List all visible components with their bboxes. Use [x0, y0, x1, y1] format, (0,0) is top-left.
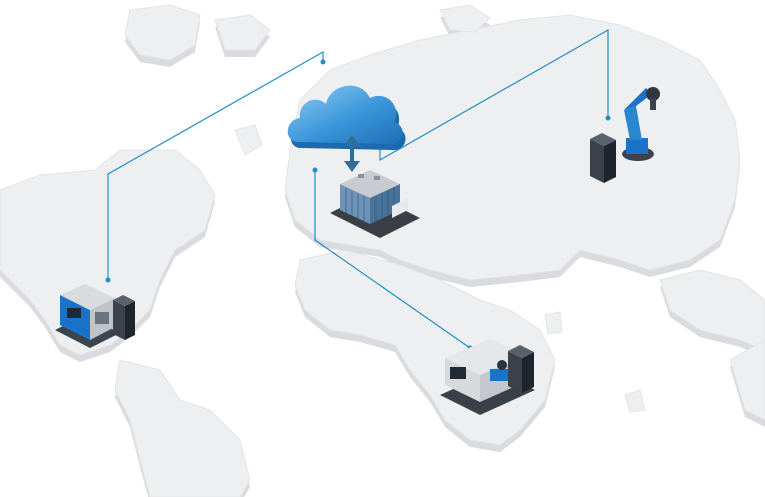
island-land: [624, 389, 646, 413]
connector-cloud-hq: [314, 170, 471, 349]
server-tower-icon: [590, 133, 616, 183]
sync-arrow-icon: [344, 135, 360, 172]
arctic-island-land: [439, 4, 491, 33]
server-tower-icon: [508, 345, 534, 393]
connector-endpoint-dot: [605, 115, 611, 121]
asia-site: [590, 87, 660, 183]
robot-arm-icon: [622, 87, 660, 161]
greenland-land: [124, 4, 201, 61]
americas-site: [55, 284, 135, 348]
connector-endpoint-dot: [105, 277, 111, 283]
arctic-island-land: [214, 14, 271, 51]
africa-site: [440, 339, 535, 415]
cnc-machine-icon: [55, 284, 120, 348]
connector-endpoint-dot: [312, 167, 318, 173]
server-tower-icon: [113, 295, 135, 340]
island-land: [234, 124, 263, 156]
office-building-icon: [330, 170, 420, 238]
australia-land: [729, 339, 765, 421]
connector-endpoint-dot: [320, 59, 326, 65]
world-map: [0, 4, 765, 497]
connector-cloud-americas: [107, 50, 324, 280]
cloud-icon: [287, 85, 406, 151]
southeast-asia-land: [659, 269, 765, 351]
south-america-land: [114, 359, 251, 497]
island-land: [544, 311, 563, 335]
